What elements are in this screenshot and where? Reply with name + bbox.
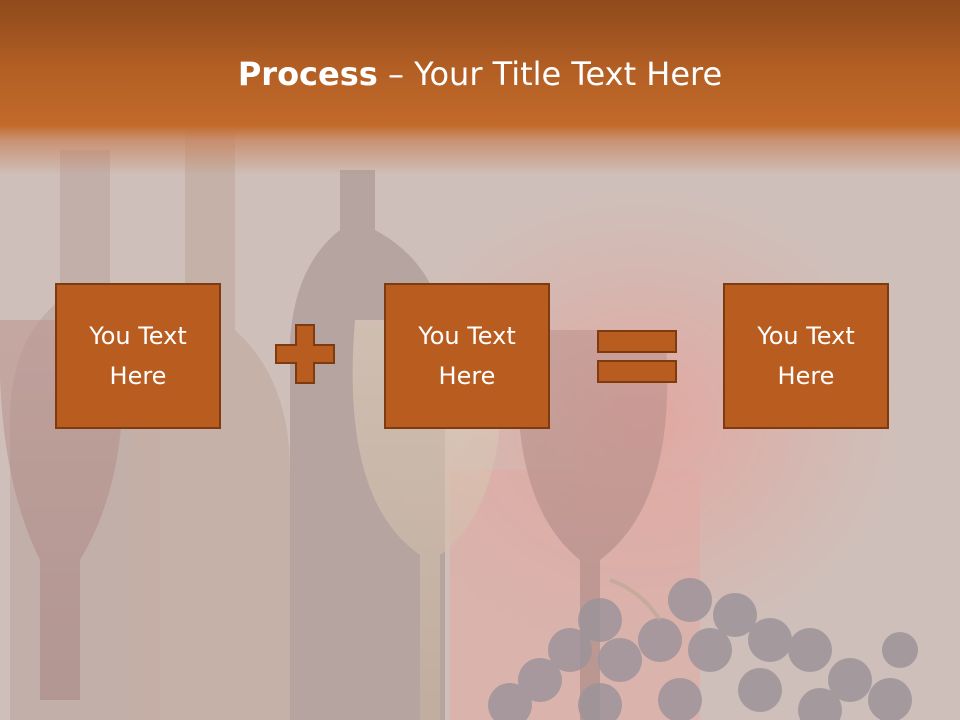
process-box-2[interactable]: You Text Here — [384, 283, 550, 429]
slide-title[interactable]: Process – Your Title Text Here — [0, 52, 960, 96]
title-bold: Process — [237, 55, 378, 93]
title-rest: – Your Title Text Here — [377, 55, 723, 93]
process-box-3[interactable]: You Text Here — [723, 283, 889, 429]
title-bar — [0, 0, 960, 175]
process-box-3-text: You Text Here — [757, 322, 855, 390]
equals-icon — [597, 330, 677, 383]
process-box-1-text: You Text Here — [89, 322, 187, 390]
process-box-2-text: You Text Here — [418, 322, 516, 390]
process-box-1[interactable]: You Text Here — [55, 283, 221, 429]
plus-icon — [275, 324, 335, 384]
